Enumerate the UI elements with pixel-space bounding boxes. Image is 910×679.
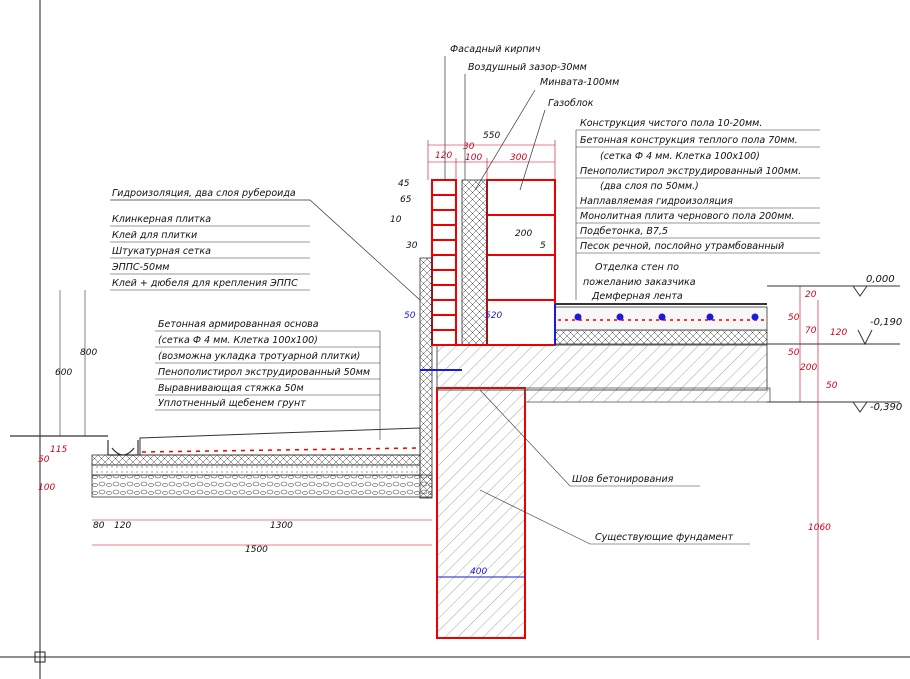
dim-80: 80 (93, 521, 105, 531)
dim-5: 5 (540, 241, 546, 251)
label-gas-block: Газоблок (548, 98, 594, 109)
right-callout-leaders (479, 389, 750, 545)
dim-200: 200 (515, 229, 532, 239)
dim-120: 120 (435, 151, 452, 161)
black-dimension-lines (59, 290, 86, 436)
heating-pipes (574, 313, 759, 321)
label-waterproofing: Гидроизоляция, два слоя рубероида (112, 188, 296, 199)
dim-400: 400 (470, 567, 487, 577)
blind-layer-5: Уплотненный щебенем грунт (158, 398, 306, 409)
dim-115: 115 (50, 445, 67, 455)
blind-area-screed (91, 464, 421, 476)
floor-layer-5: Наплавляемая гидроизоляция (580, 196, 733, 207)
frame-corner-mark (34, 651, 46, 663)
dim-1500: 1500 (245, 545, 268, 555)
dim-600: 600 (55, 368, 72, 378)
dim-800: 800 (80, 348, 97, 358)
dim-50-blue: 50 (404, 311, 416, 321)
level-mid: -0,190 (870, 317, 902, 328)
dim-r200: 200 (800, 363, 817, 373)
label-tile-glue: Клей для плитки (112, 230, 197, 241)
floor-layer-0: Конструкция чистого пола 10-20мм. (580, 118, 762, 129)
dim-30b: 30 (406, 241, 418, 251)
dim-520: 520 (485, 311, 502, 321)
label-wall-finish-1: Отделка стен по (595, 262, 679, 273)
dim-1060: 1060 (808, 523, 831, 533)
dim-r120: 120 (830, 328, 847, 338)
dim-100b: 100 (38, 483, 55, 493)
dimension-lines (92, 140, 819, 640)
blind-layer-3: Пенополистирол экструдированный 50мм (158, 367, 370, 378)
floor-layer-7: Подбетонка, В7,5 (580, 226, 668, 237)
level-bottom: -0,390 (870, 402, 902, 413)
dim-45: 45 (398, 179, 410, 189)
blind-layer-1: (сетка Ф 4 мм. Клетка 100х100) (158, 335, 318, 346)
floor-slab (436, 344, 768, 391)
floor-layer-4: (два слоя по 50мм.) (600, 181, 699, 192)
drain-gutter (107, 440, 139, 456)
blind-area-concrete (139, 427, 421, 456)
floor-layer-2: (сетка Ф 4 мм. Клетка 100х100) (600, 151, 760, 162)
blind-layer-4: Выравнивающая стяжка 50м (158, 383, 304, 394)
label-concrete-seam: Шов бетонирования (572, 474, 674, 485)
dim-r50c: 50 (826, 381, 838, 391)
label-mineral-wool: Минвата-100мм (540, 77, 619, 88)
blind-area-gravel (91, 474, 433, 498)
floor-layer-3: Пенополистирол экструдированный 100мм. (580, 166, 801, 177)
dim-r50b: 50 (788, 348, 800, 358)
label-plaster-mesh: Штукатурная сетка (112, 246, 211, 257)
floor-subconcrete (524, 387, 771, 403)
floor-layer-1: Бетонная конструкция теплого пола 70мм. (580, 135, 798, 146)
gas-block-wall (486, 179, 556, 346)
label-damper-tape: Демферная лента (591, 291, 683, 302)
plinth-epps (419, 257, 433, 499)
dim-65: 65 (400, 195, 412, 205)
dim-50b: 50 (38, 455, 50, 465)
level-top: 0,000 (866, 274, 895, 285)
blind-area-xps (91, 454, 421, 466)
dim-r70: 70 (805, 326, 817, 336)
dim-300: 300 (510, 153, 527, 163)
floor-layer-6: Монолитная плита чернового пола 200мм. (580, 211, 795, 222)
floor-layer-8: Песок речной, послойно утрамбованный (580, 241, 784, 252)
dim-r20: 20 (805, 290, 817, 300)
floor-layers-callout: Конструкция чистого пола 10-20мм. Бетонн… (575, 118, 820, 300)
existing-foundation (436, 387, 526, 639)
label-facade-brick: Фасадный кирпич (450, 44, 541, 55)
level-markers (767, 285, 900, 413)
left-callout-rules (110, 225, 310, 291)
floor-xps-layer (554, 329, 768, 345)
label-existing-foundation: Существующие фундамент (595, 532, 734, 543)
blind-area-callout: Бетонная армированная основа (сетка Ф 4 … (155, 319, 381, 440)
dim-10: 10 (390, 215, 402, 225)
label-glue-dowels: Клей + дюбеля для крепления ЭППС (112, 278, 298, 289)
blind-layer-2: (возможна укладка тротуарной плитки) (158, 351, 360, 362)
label-epps: ЭППС-50мм (111, 262, 169, 273)
label-clinker: Клинкерная плитка (112, 214, 211, 225)
dim-30: 30 (463, 142, 475, 152)
dim-550: 550 (483, 131, 500, 141)
dim-100: 100 (465, 153, 482, 163)
dim-r50: 50 (788, 313, 800, 323)
mineral-wool-layer (461, 179, 488, 346)
dim-120b: 120 (114, 521, 131, 531)
label-air-gap: Воздушный зазор-30мм (468, 62, 587, 73)
dim-1300: 1300 (270, 521, 293, 531)
brick-courses (432, 194, 456, 331)
facade-brick-wall (431, 179, 457, 346)
label-wall-finish-2: пожеланию заказчика (583, 277, 696, 288)
blind-layer-0: Бетонная армированная основа (158, 319, 319, 330)
callout-leaders (110, 56, 546, 301)
blind-area-reinforcement (141, 447, 419, 453)
